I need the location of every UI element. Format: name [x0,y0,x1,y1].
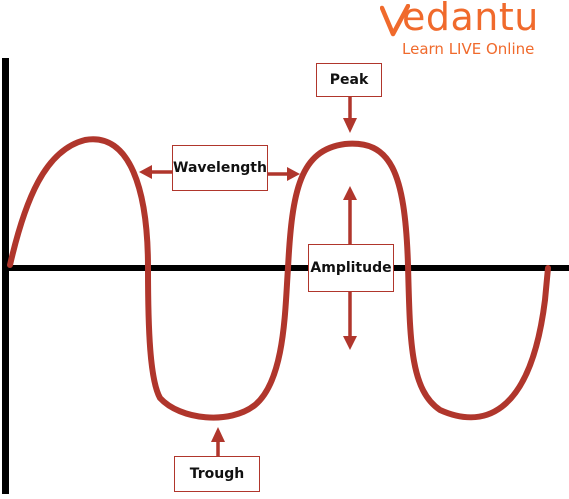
amplitude-label: Amplitude [308,244,394,292]
double-arrow-vertical-icon [343,186,357,350]
wave-curve [7,136,551,421]
vedantu-logo: edantu Learn LIVE Online [380,0,566,62]
peak-label: Peak [316,63,382,97]
logo-tagline: Learn LIVE Online [402,40,535,58]
trough-label: Trough [174,456,260,492]
arrow-down-icon [343,97,357,133]
wavelength-label: Wavelength [172,145,268,191]
vertical-axis [2,58,9,494]
vedantu-v-mark-icon [380,4,410,37]
arrow-up-icon [211,427,225,456]
logo-wordmark: edantu [402,0,539,39]
double-arrow-horizontal-icon [139,165,300,181]
